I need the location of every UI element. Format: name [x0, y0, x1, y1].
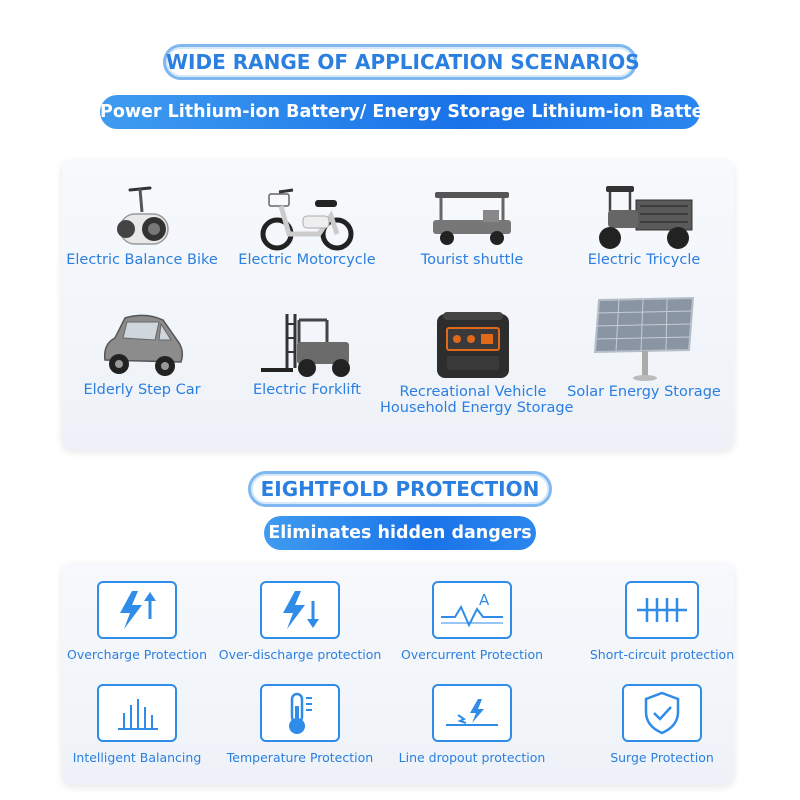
applications-panel: Electric Balance Bike Electric Motorcycl…: [62, 160, 734, 450]
motorcycle-icon: [260, 188, 354, 251]
app-solar-storage: Solar Energy Storage: [566, 294, 722, 400]
prot-label: Temperature Protection: [226, 750, 374, 765]
app-forklift: Electric Forklift: [222, 310, 392, 398]
app-label: Elderly Step Car: [83, 382, 201, 398]
prot-surge: Surge Protection: [582, 684, 742, 765]
prot-short-circuit: Short-circuit protection: [582, 581, 742, 662]
short-circuit-icon-box: [625, 581, 699, 639]
prot-overcurrent: A Overcurrent Protection: [392, 581, 552, 662]
prot-label: Over-discharge protection: [218, 647, 382, 662]
forklift-icon: [261, 314, 350, 377]
small-car-icon: [103, 314, 184, 376]
prot-balancing: Intelligent Balancing: [62, 684, 212, 765]
prot-label: Overcurrent Protection: [400, 647, 544, 662]
app-tricycle: Electric Tricycle: [568, 180, 720, 268]
power-station-icon: [437, 312, 509, 378]
app-label: Electric Tricycle: [587, 252, 701, 268]
app-balance-bike: Electric Balance Bike: [66, 182, 218, 268]
solar-panel-icon: [593, 296, 695, 381]
prot-label: Overcharge Protection: [66, 647, 207, 662]
prot-label: Intelligent Balancing: [72, 750, 202, 765]
app-label: Solar Energy Storage: [567, 384, 721, 400]
lightning-down-icon: [283, 591, 319, 629]
thermometer-icon: [289, 692, 312, 734]
protection-subtitle: Eliminates hidden dangers: [264, 516, 536, 550]
prot-over-discharge: Over-discharge protection: [212, 581, 388, 662]
app-label: Electric Motorcycle: [238, 252, 376, 268]
balance-bike-icon: [117, 186, 169, 245]
prot-temperature: Temperature Protection: [212, 684, 388, 765]
prot-label: Surge Protection: [610, 750, 714, 765]
temperature-icon-box: [260, 684, 340, 742]
lightning-up-icon: [120, 591, 156, 629]
prot-overcharge: Overcharge Protection: [62, 581, 212, 662]
app-label: Electric Balance Bike: [66, 252, 218, 268]
app-label-line2: Household Energy Storage: [380, 400, 574, 416]
dropout-icon-box: [432, 684, 512, 742]
tricycle-icon: [599, 186, 693, 249]
prot-label: Short-circuit protection: [589, 647, 735, 662]
protection-title: EIGHTFOLD PROTECTION: [248, 471, 552, 507]
overcharge-icon-box: [97, 581, 177, 639]
app-motorcycle: Electric Motorcycle: [222, 182, 392, 268]
app-tourist-shuttle: Tourist shuttle: [396, 182, 548, 268]
balancing-icon-box: [97, 684, 177, 742]
app-label: Recreational Vehicle: [399, 384, 547, 400]
prot-label: Line dropout protection: [398, 750, 546, 765]
prot-line-dropout: Line dropout protection: [392, 684, 552, 765]
golf-cart-icon: [433, 192, 511, 245]
overcurrent-icon-box: A: [432, 581, 512, 639]
protection-panel: Overcharge Protection Over-discharge pro…: [62, 563, 734, 785]
app-label: Electric Forklift: [253, 382, 361, 398]
app-elderly-step-car: Elderly Step Car: [66, 310, 218, 398]
dropout-icon: [446, 699, 498, 726]
short-circuit-icon: [637, 598, 687, 622]
current-wave-icon: A: [441, 591, 503, 628]
over-discharge-icon-box: [260, 581, 340, 639]
app-power-station: Recreational Vehicle Household Energy St…: [380, 308, 574, 416]
ampere-glyph: A: [479, 591, 490, 609]
balance-bars-icon: [118, 699, 158, 730]
surge-icon-box: [622, 684, 702, 742]
battery-type-subtitle: Power Lithium-ion Battery/ Energy Storag…: [100, 95, 724, 129]
scenarios-title: WIDE RANGE OF APPLICATION SCENARIOS: [163, 44, 640, 80]
app-label: Tourist shuttle: [420, 252, 524, 268]
shield-check-icon: [644, 691, 680, 735]
